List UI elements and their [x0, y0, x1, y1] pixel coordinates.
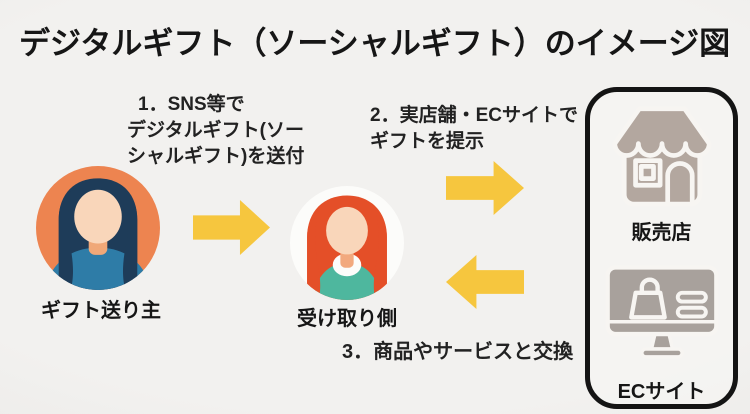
step1-line1: 1．SNS等で — [138, 94, 245, 115]
stores-panel: 販売店 ECサイト — [585, 87, 738, 409]
sender-avatar-icon — [36, 166, 160, 290]
receiver-label: 受け取り側 — [297, 308, 397, 330]
step2-line1: 2．実店舗・ECサイトで — [370, 105, 578, 126]
step3-note: 3．商品やサービスと交換 — [342, 339, 573, 365]
ec-site-monitor-icon — [604, 264, 719, 359]
step2-line2: ギフトを提示 — [370, 131, 485, 152]
arrow-present-right-icon — [446, 161, 524, 215]
storefront-icon — [611, 106, 712, 207]
step1-line2: デジタルギフト(ソー — [127, 120, 304, 141]
arrow-exchange-left-icon — [446, 255, 524, 309]
sender-label: ギフト送り主 — [41, 300, 161, 322]
receiver-avatar-icon — [290, 186, 404, 300]
step2-note: 2．実店舗・ECサイトで ギフトを提示 — [370, 103, 578, 155]
step1-line3: シャルギフト)を送付 — [127, 146, 305, 167]
arrow-send-right-icon — [193, 200, 270, 255]
physical-store-label: 販売店 — [631, 221, 692, 244]
step1-note: 1．SNS等で デジタルギフト(ソー シャルギフト)を送付 — [127, 92, 304, 170]
ec-site-label: ECサイト — [617, 381, 706, 403]
step3-line1: 3．商品やサービスと交換 — [342, 341, 574, 363]
page-title: デジタルギフト（ソーシャルギフト）のイメージ図 — [19, 26, 731, 61]
